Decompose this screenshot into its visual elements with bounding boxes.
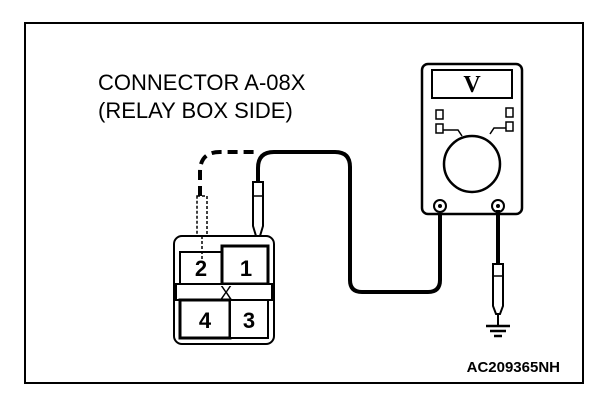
mode-indicator-left-top — [435, 109, 444, 120]
dashed-probe-lead — [198, 150, 258, 196]
connector-label-line2: (RELAY BOX SIDE) — [98, 98, 293, 123]
pin-label-3: 3 — [243, 308, 255, 333]
multimeter-display — [431, 69, 513, 99]
figure-frame — [24, 22, 584, 384]
mode-indicator-right-bottom — [505, 121, 514, 132]
dial-pointer-left — [443, 129, 463, 137]
pin-label-1: 1 — [240, 256, 252, 281]
figure-code: AC209365NH — [467, 359, 560, 376]
connector-label-line1: CONNECTOR A-08X — [98, 70, 306, 95]
multimeter-dial — [442, 134, 502, 194]
dial-pointer-right — [489, 127, 506, 135]
pin-cell-3 — [229, 299, 269, 339]
positive-test-lead — [256, 150, 442, 294]
mode-indicator-left-bottom — [435, 123, 444, 134]
pin-label-2: 2 — [195, 256, 207, 281]
mode-indicator-right-top — [505, 107, 514, 118]
ground-symbol-icon — [486, 324, 510, 338]
pin-label-x: X — [220, 283, 232, 303]
v-jack-center — [496, 204, 500, 208]
positive-probe-body — [252, 181, 264, 237]
ground-probe-body — [492, 263, 504, 315]
multimeter-unit-label: V — [463, 72, 481, 98]
com-jack-center — [438, 204, 442, 208]
pin-label-4: 4 — [199, 308, 212, 333]
